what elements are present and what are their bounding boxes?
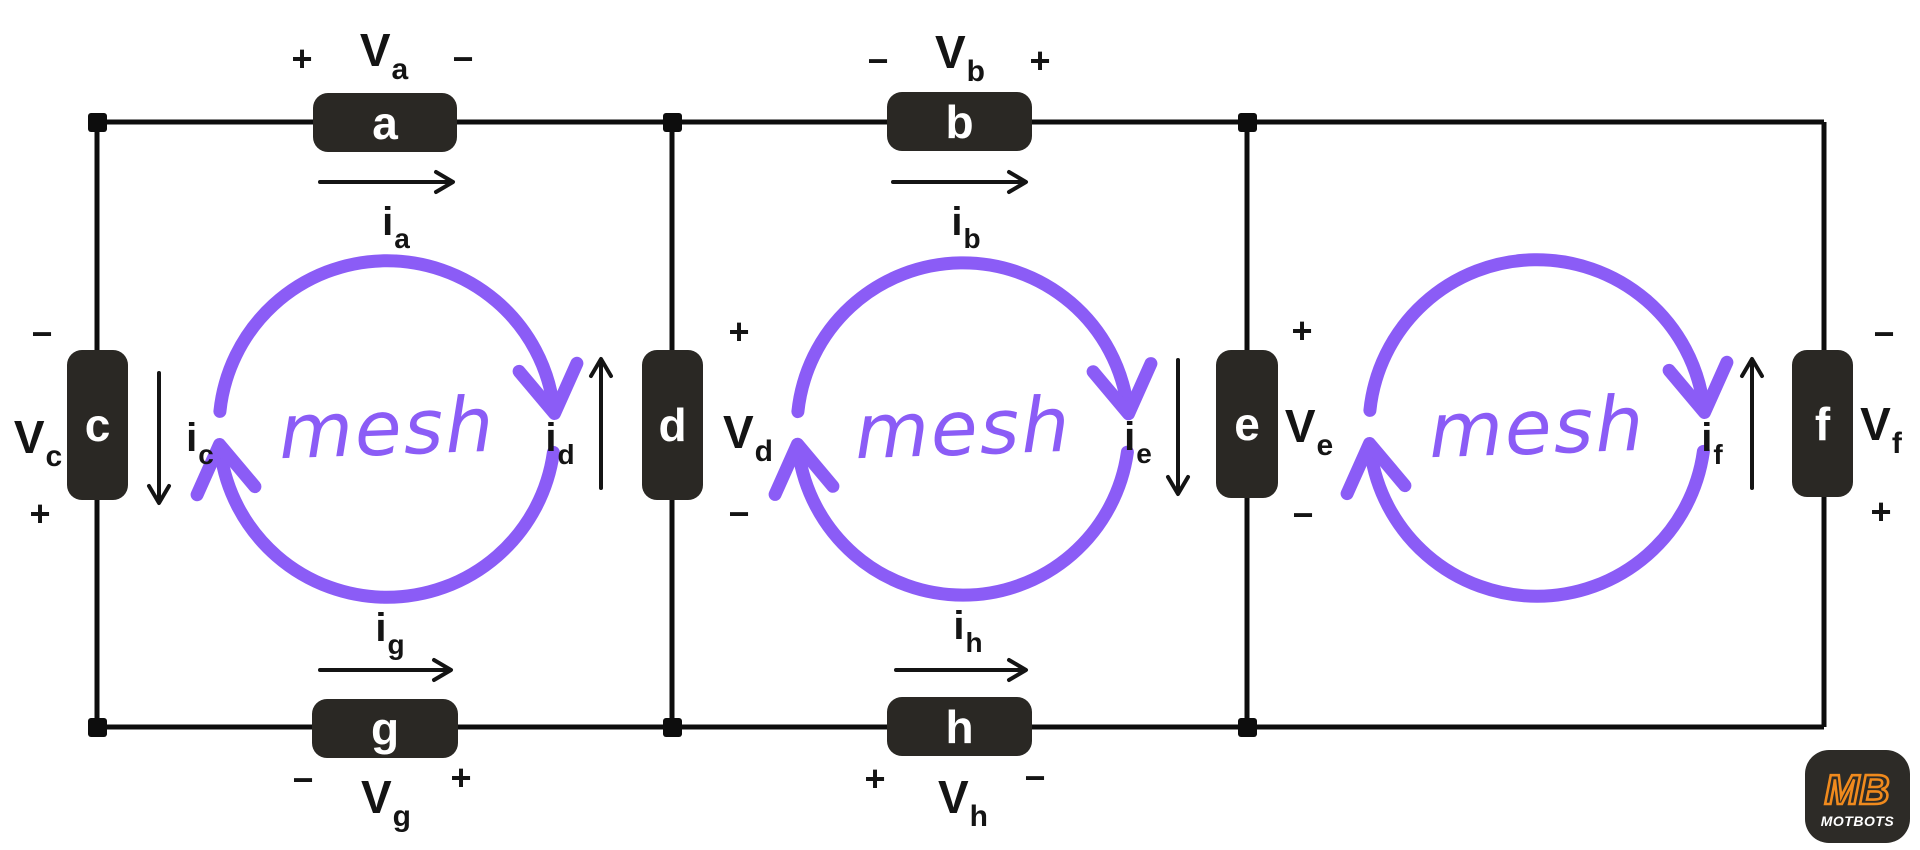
mesh-1-bottom-arc — [214, 445, 560, 604]
va-left-sign: + — [291, 38, 313, 79]
current-label-ih: ih — [953, 604, 983, 658]
component-d-label: d — [658, 399, 687, 451]
component-c-label: c — [84, 399, 111, 451]
voltage-label-va: Va — [359, 24, 409, 86]
component-g-label: g — [370, 702, 400, 755]
component-a: a — [313, 93, 457, 152]
ve-bottom-sign: − — [1292, 494, 1314, 535]
current-arrow-ig — [318, 658, 453, 682]
component-b-label: b — [945, 95, 974, 148]
vg-left-sign: − — [292, 759, 314, 800]
motbots-logo-initials-graphic: MB — [1823, 765, 1891, 813]
component-e-label: e — [1234, 398, 1260, 450]
motbots-logo-initials: MB — [1824, 766, 1889, 813]
mesh-2-arrowhead-left — [768, 437, 840, 501]
voltage-label-ve: Ve — [1284, 400, 1334, 462]
mesh-2-arrowhead-right — [1086, 357, 1158, 421]
current-arrows — [147, 170, 1764, 682]
voltage-label-vh: Vh — [937, 771, 989, 833]
mesh-1-top-arc — [213, 254, 560, 418]
va-right-sign: − — [452, 38, 474, 79]
mesh-2-label: mesh — [853, 379, 1073, 477]
voltage-label-vc: Vc — [13, 411, 63, 473]
component-e: e — [1216, 350, 1278, 498]
mesh-2-loop-arrow — [768, 256, 1158, 602]
current-label-if: if — [1701, 416, 1723, 470]
mesh-3-label: mesh — [1427, 378, 1647, 476]
mesh-1-loop-arrow — [190, 254, 584, 604]
mesh-2-bottom-arc — [792, 445, 1134, 602]
current-arrow-id — [589, 357, 613, 490]
component-d: d — [642, 350, 703, 500]
vg-right-sign: + — [450, 757, 472, 798]
current-arrow-ic — [147, 371, 171, 505]
junction-node — [663, 718, 682, 737]
voltage-label-vb: Vb — [934, 26, 986, 88]
component-f: f — [1792, 350, 1853, 497]
component-b: b — [887, 92, 1032, 151]
junction-node — [88, 113, 107, 132]
junction-node — [1238, 113, 1257, 132]
vd-bottom-sign: − — [728, 493, 750, 534]
current-arrow-ie — [1166, 358, 1190, 496]
mesh-3-arrowhead-right — [1662, 355, 1734, 419]
junction-nodes — [88, 113, 1257, 737]
vh-right-sign: − — [1024, 757, 1046, 798]
motbots-logo: MB MOTBOTS — [1805, 750, 1910, 843]
vc-top-sign: − — [31, 313, 53, 354]
current-label-ie: ie — [1124, 415, 1152, 469]
component-h: h — [887, 697, 1032, 756]
vb-left-sign: − — [867, 40, 889, 81]
mesh-3-bottom-arc — [1364, 444, 1710, 603]
current-label-ia: ia — [382, 200, 410, 254]
mesh-1-label: mesh — [277, 379, 497, 477]
mesh-2-top-arc — [791, 256, 1134, 419]
mesh-3-top-arc — [1363, 253, 1710, 417]
current-label-ic: ic — [186, 416, 214, 470]
voltage-label-vg: Vg — [360, 771, 412, 833]
vf-top-sign: − — [1873, 313, 1895, 354]
mesh-1-arrowhead-right — [512, 356, 584, 420]
junction-node — [1238, 718, 1257, 737]
vb-right-sign: + — [1029, 40, 1051, 81]
mesh-1-arrowhead-left — [190, 438, 262, 502]
ve-top-sign: + — [1291, 310, 1313, 351]
component-a-label: a — [372, 96, 398, 149]
voltage-label-vd: Vd — [722, 406, 774, 468]
junction-node — [88, 718, 107, 737]
vf-bottom-sign: + — [1870, 491, 1892, 532]
vc-bottom-sign: + — [29, 493, 51, 534]
current-label-ig: ig — [375, 606, 405, 660]
component-c: c — [67, 350, 128, 500]
current-arrow-if — [1740, 357, 1764, 490]
current-label-id: id — [545, 416, 575, 470]
current-arrow-ib — [891, 170, 1028, 194]
motbots-logo-wordmark: MOTBOTS — [1820, 813, 1895, 829]
vd-top-sign: + — [728, 311, 750, 352]
component-f-label: f — [1814, 397, 1831, 450]
junction-node — [663, 113, 682, 132]
current-label-ib: ib — [951, 200, 981, 254]
component-g: g — [312, 699, 458, 758]
current-arrow-ih — [894, 658, 1028, 682]
mesh-3-loop-arrow — [1340, 253, 1734, 603]
current-arrow-ia — [318, 170, 455, 194]
component-h-label: h — [945, 700, 974, 753]
voltage-label-vf: Vf — [1860, 398, 1902, 460]
mesh-3-arrowhead-left — [1340, 437, 1412, 501]
vh-left-sign: + — [864, 758, 886, 799]
